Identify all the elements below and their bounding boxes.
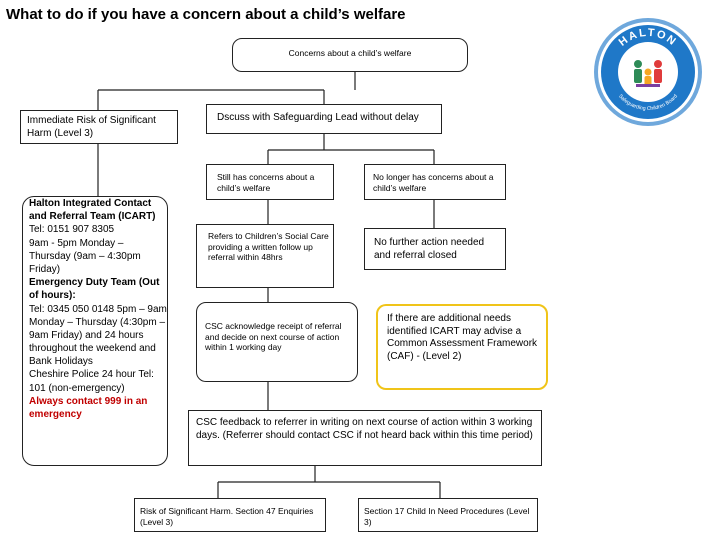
- halton-logo: HALTON Safeguarding Children Board: [594, 18, 702, 126]
- family-figures-icon: [634, 60, 662, 87]
- icart-contact-box: Halton Integrated Contact and Referral T…: [22, 196, 168, 466]
- node-additional-needs: If there are additional needs identified…: [376, 304, 548, 390]
- node-no-longer: No longer has concerns about a child’s w…: [364, 164, 506, 200]
- node-concerns: Concerns about a child’s welfare: [232, 38, 468, 72]
- node-still-concerns: Still has concerns about a child’s welfa…: [206, 164, 334, 200]
- node-no-further: No further action needed and referral cl…: [364, 228, 506, 270]
- node-still-concerns-label: Still has concerns about a child’s welfa…: [217, 172, 315, 193]
- police-contact: Cheshire Police 24 hour Tel: 101 (non-em…: [29, 369, 154, 394]
- node-discuss: Dscuss with Safeguarding Lead without de…: [206, 104, 442, 134]
- node-csc-feedback: CSC feedback to referrer in writing on n…: [188, 410, 542, 466]
- edt-heading: Emergency Duty Team (Out of hours):: [29, 277, 160, 302]
- page-title: What to do if you have a concern about a…: [6, 6, 406, 23]
- node-csc-feedback-label: CSC feedback to referrer in writing on n…: [196, 417, 533, 441]
- node-no-longer-label: No longer has concerns about a child’s w…: [373, 172, 494, 193]
- node-concerns-label: Concerns about a child’s welfare: [288, 48, 412, 58]
- edt-tel: Tel: 0345 050 0148 5pm – 9am Monday – Th…: [29, 303, 167, 368]
- node-csc-ack: CSC acknowledge receipt of referral and …: [196, 302, 358, 382]
- node-section17: Section 17 Child In Need Procedures (Lev…: [358, 498, 538, 532]
- node-section47: Risk of Significant Harm. Section 47 Enq…: [134, 498, 326, 532]
- node-additional-needs-label: If there are additional needs identified…: [387, 313, 538, 362]
- icart-tel: Tel: 0151 907 8305: [29, 224, 115, 236]
- icart-contact-text: Halton Integrated Contact and Referral T…: [29, 197, 167, 421]
- node-csc-ack-label: CSC acknowledge receipt of referral and …: [205, 321, 342, 353]
- node-section47-label: Risk of Significant Harm. Section 47 Enq…: [140, 506, 314, 527]
- icart-heading: Halton Integrated Contact and Referral T…: [29, 198, 156, 223]
- node-discuss-label: Dscuss with Safeguarding Lead without de…: [217, 112, 419, 123]
- icart-hours: 9am - 5pm Monday – Thursday (9am – 4:30p…: [29, 237, 141, 275]
- node-refers-label: Refers to Children’s Social Care providi…: [208, 231, 329, 263]
- node-immediate-risk-label: Immediate Risk of Significant Harm (Leve…: [27, 115, 156, 139]
- node-no-further-label: No further action needed and referral cl…: [374, 237, 485, 261]
- emergency-note: Always contact 999 in an emergency: [29, 395, 148, 420]
- node-immediate-risk: Immediate Risk of Significant Harm (Leve…: [20, 110, 178, 144]
- node-refers: Refers to Children’s Social Care providi…: [196, 224, 334, 288]
- node-section17-label: Section 17 Child In Need Procedures (Lev…: [364, 506, 530, 527]
